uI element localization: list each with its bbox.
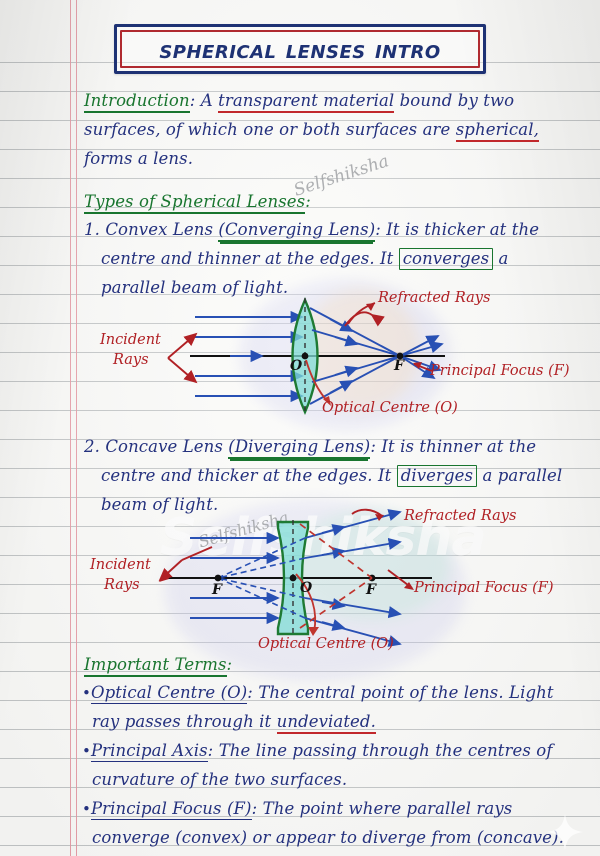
concave-focus-marker-right: F	[366, 582, 376, 598]
term-bullet-1: •	[82, 684, 91, 702]
important-terms-heading: Important Terms	[84, 655, 227, 677]
concave-optical-centre-marker: O	[300, 580, 313, 596]
term-principal-focus-line1-rest: The point where parallel rays	[262, 799, 513, 818]
concave-item-line2: centre and thicker at the edges. It dive…	[101, 465, 563, 487]
convex-item-line3: parallel beam of light.	[101, 278, 289, 297]
term-optical-centre-line2: ray passes through it undeviated.	[92, 712, 376, 734]
concave-item-colon: :	[370, 437, 377, 456]
term-optical-centre-line1-rest: The central point of the lens. Light	[258, 683, 554, 702]
page-title-inner-border: Spherical Lenses Intro	[120, 30, 480, 68]
term-principal-axis-line1: •Principal Axis: The line passing throug…	[82, 741, 553, 762]
convex-item-keyword-box: converges	[398, 248, 494, 270]
term-principal-axis-line2: curvature of the two surfaces.	[92, 770, 348, 789]
convex-incident-label-line1: Incident	[100, 332, 161, 348]
term-optical-centre-line2-pre: ray passes through it	[92, 712, 277, 731]
concave-optical-centre-label: Optical Centre (O)	[258, 636, 394, 652]
convex-item-paren: (Converging Lens)	[218, 220, 376, 242]
term-optical-centre-name: Optical Centre (O)	[90, 683, 248, 704]
convex-item-line2-post: a	[493, 249, 509, 268]
term-optical-centre-colon: :	[247, 683, 253, 702]
convex-optical-centre-label: Optical Centre (O)	[322, 400, 458, 416]
introduction-line3: forms a lens.	[84, 149, 194, 168]
types-heading: Types of Spherical Lenses	[84, 192, 306, 214]
concave-item-line2-post: a parallel	[477, 466, 563, 485]
convex-item-name: Convex Lens	[105, 220, 214, 239]
types-heading-colon: :	[305, 192, 311, 211]
margin-line-left-inner	[76, 0, 77, 856]
convex-incident-label-line2: Rays	[113, 352, 149, 368]
introduction-block: Introduction: A transparent material bou…	[84, 91, 515, 113]
concave-item-number: 2.	[84, 437, 100, 456]
convex-principal-focus-label: Principal Focus (F)	[430, 363, 570, 379]
convex-focus-marker: F	[394, 358, 404, 374]
term-principal-focus-colon: :	[251, 799, 258, 818]
term-bullet-3: •	[82, 800, 91, 818]
introduction-line1-post: bound by two	[394, 91, 515, 110]
concave-item-name: Concave Lens	[105, 437, 223, 456]
concave-item-line1-rest: It is thinner at the	[381, 437, 537, 456]
convex-item-line2: centre and thinner at the edges. It conv…	[101, 248, 509, 270]
term-bullet-2: •	[82, 742, 91, 760]
introduction-heading: Introduction	[84, 91, 190, 113]
introduction-line1-pre: A	[200, 91, 219, 110]
introduction-line2-underlined: spherical,	[455, 120, 539, 142]
types-heading-row: Types of Spherical Lenses:	[84, 192, 311, 214]
margin-line-left-outer	[70, 0, 71, 856]
concave-item-line3: beam of light.	[101, 495, 219, 514]
term-optical-centre-line2-underlined: undeviated.	[276, 712, 376, 734]
term-principal-axis-colon: :	[207, 741, 214, 760]
concave-refracted-label: Refracted Rays	[404, 508, 517, 524]
concave-incident-label-line2: Rays	[104, 577, 140, 593]
page-title-box: Spherical Lenses Intro	[114, 24, 486, 74]
important-terms-heading-row: Important Terms:	[84, 655, 233, 677]
term-principal-focus-name: Principal Focus (F)	[90, 799, 252, 820]
concave-incident-label-line1: Incident	[90, 557, 151, 573]
introduction-colon: :	[189, 91, 196, 110]
term-principal-axis-name: Principal Axis	[90, 741, 208, 762]
term-principal-focus-l1row: •Principal Focus (F): The point where pa…	[82, 799, 513, 820]
term-principal-focus-line2: converge (convex) or appear to diverge f…	[92, 828, 564, 847]
concave-item-paren: (Diverging Lens)	[228, 437, 371, 459]
convex-item-line2-pre: centre and thinner at the edges. It	[101, 249, 399, 268]
convex-optical-centre-marker: O	[290, 358, 303, 374]
concave-focus-marker-left: F	[212, 582, 222, 598]
convex-item-line1-rest: It is thicker at the	[386, 220, 540, 239]
concave-item-line2-pre: centre and thicker at the edges. It	[101, 466, 397, 485]
introduction-line2-pre: surfaces, of which one or both surfaces …	[84, 120, 456, 139]
term-optical-centre-line1: •Optical Centre (O): The central point o…	[82, 683, 554, 704]
introduction-line1-underlined: transparent material	[218, 91, 395, 113]
term-principal-axis-line1-rest: The line passing through the centres of	[218, 741, 553, 760]
convex-item-line1: 1. Convex Lens (Converging Lens): It is …	[84, 220, 540, 242]
convex-refracted-label: Refracted Rays	[378, 290, 491, 306]
concave-item-line1: 2. Concave Lens (Diverging Lens): It is …	[84, 437, 537, 459]
page-title: Spherical Lenses Intro	[159, 34, 441, 64]
concave-item-keyword-box: diverges	[396, 465, 478, 487]
introduction-line2: surfaces, of which one or both surfaces …	[84, 120, 539, 142]
convex-item-number: 1.	[84, 220, 100, 239]
convex-item-colon: :	[375, 220, 381, 239]
concave-principal-focus-label: Principal Focus (F)	[414, 580, 554, 596]
important-terms-colon: :	[226, 655, 233, 674]
